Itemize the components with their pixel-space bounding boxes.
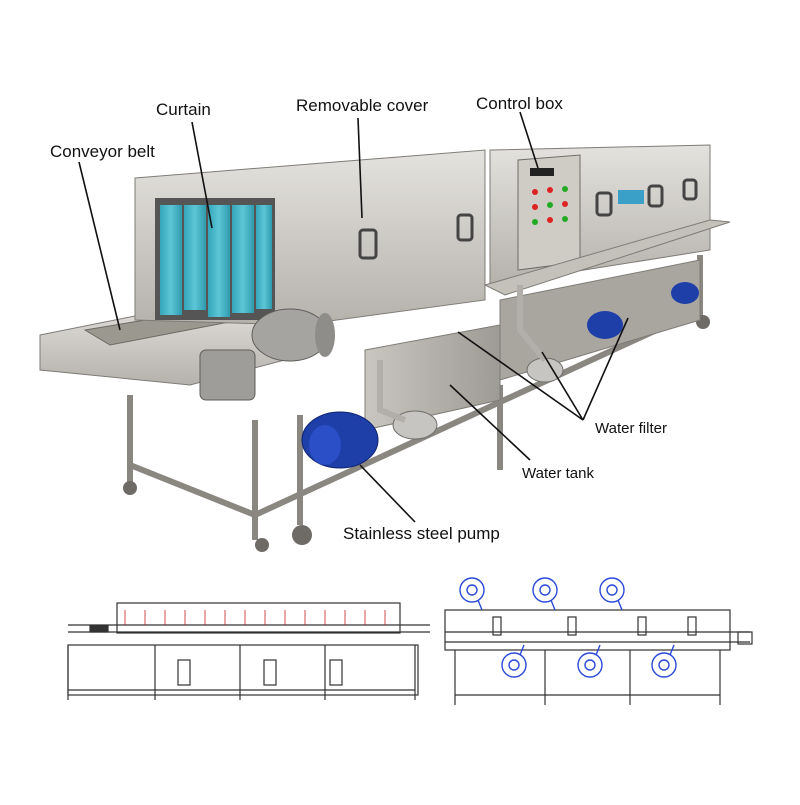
water-tank-body <box>364 324 501 431</box>
leader-lines <box>78 111 629 523</box>
secondary-pump <box>526 282 699 383</box>
pipes <box>377 285 548 423</box>
side-view-drawing <box>67 602 430 700</box>
spray-nozzle-icon <box>459 577 677 678</box>
callout-conveyor-belt: Conveyor belt <box>50 142 155 161</box>
cover-handle <box>358 228 378 260</box>
cross-section-drawing <box>444 577 753 705</box>
cover-handle <box>682 178 698 201</box>
gear-motor <box>199 308 335 401</box>
outlet-tray <box>483 219 731 296</box>
callout-water-tank: Water tank <box>522 465 594 482</box>
cover-handle <box>647 184 664 208</box>
washer-machine <box>39 144 731 552</box>
callout-stainless-steel-pump: Stainless steel pump <box>343 524 500 543</box>
cover-handle <box>595 191 613 217</box>
callout-curtain: Curtain <box>156 100 211 119</box>
callout-control-box: Control box <box>476 94 563 113</box>
curtain <box>160 205 272 317</box>
label-plate <box>618 190 644 204</box>
control-buttons <box>530 168 568 225</box>
callout-water-filter: Water filter <box>595 420 667 437</box>
cover-handle <box>456 213 474 242</box>
callout-removable-cover: Removable cover <box>296 96 429 115</box>
